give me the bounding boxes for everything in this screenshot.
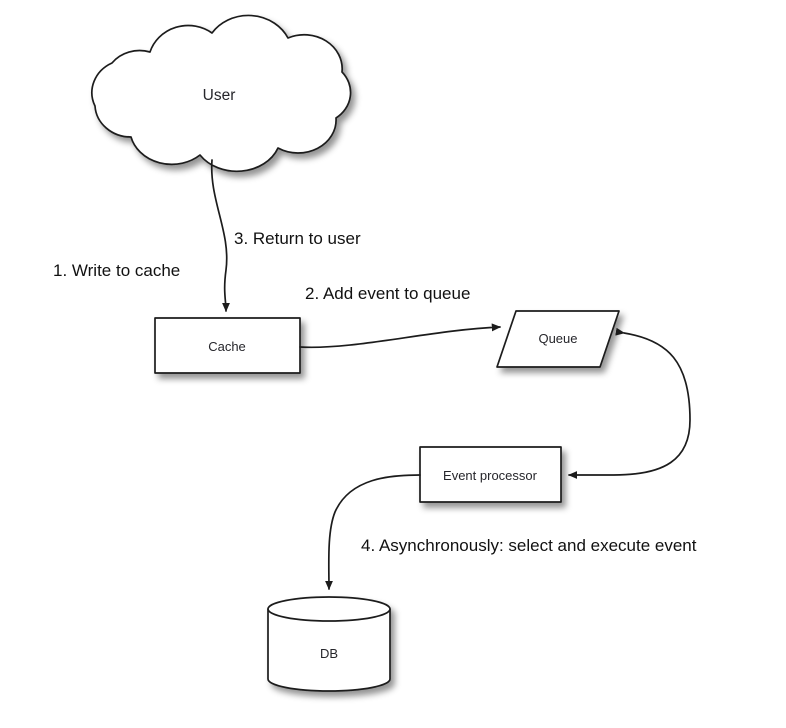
edge-user-to-cache (210, 159, 230, 313)
node-queue-label: Queue (538, 331, 577, 346)
edge-label-step3: 3. Return to user (234, 229, 361, 248)
edge-label-step1: 1. Write to cache (53, 261, 180, 280)
event-processor-rect (419, 446, 562, 503)
edge-cache-to-queue (299, 323, 501, 349)
db-cylinder-body (267, 608, 391, 692)
edge-queue-event-processor-loop (567, 327, 691, 479)
cloud-shape (91, 14, 352, 173)
node-db[interactable] (267, 596, 391, 692)
cache-rect (154, 317, 301, 374)
node-cache-label: Cache (208, 339, 246, 354)
node-user-label: User (203, 87, 236, 104)
edge-label-step2: 2. Add event to queue (305, 284, 470, 303)
node-user[interactable] (91, 14, 352, 173)
node-event-processor[interactable] (419, 446, 562, 503)
node-cache[interactable] (154, 317, 301, 374)
db-cylinder-top (267, 596, 391, 622)
node-event-processor-label: Event processor (443, 468, 538, 483)
edge-event-processor-to-db (324, 474, 421, 591)
node-db-label: DB (320, 646, 338, 661)
edge-label-step4: 4. Asynchronously: select and execute ev… (361, 536, 697, 555)
